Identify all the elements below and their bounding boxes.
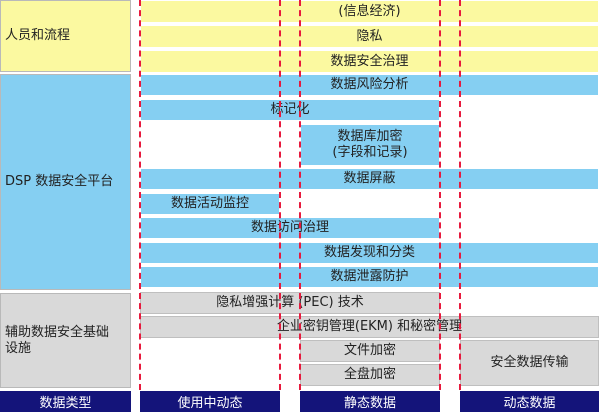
bar-label: 标记化 bbox=[270, 102, 310, 117]
bar-discovery-classification: 数据发现和分类 bbox=[140, 242, 599, 264]
bar-label: 数据库加密 (字段和记录) bbox=[332, 129, 408, 160]
guide-line-rest bbox=[299, 0, 301, 390]
axis-in-motion: 动态数据 bbox=[460, 391, 599, 412]
axis-at-rest: 静态数据 bbox=[300, 391, 440, 412]
guide-line-motion bbox=[459, 0, 461, 390]
axis-label: 动态数据 bbox=[503, 396, 556, 411]
bar-pec: 隐私增强计算 (PEC) 技术 bbox=[140, 292, 440, 314]
bar-privacy: 隐私 bbox=[140, 25, 599, 48]
bar-label: 隐私 bbox=[356, 28, 383, 44]
bar-info-economy: (信息经济) bbox=[140, 0, 599, 23]
bar-label: 数据屏蔽 bbox=[343, 171, 396, 186]
bar-label: 数据访问治理 bbox=[250, 220, 329, 235]
category-label: 人员和流程 bbox=[5, 28, 71, 43]
bar-label: 全盘加密 bbox=[343, 367, 396, 382]
bar-activity-monitoring: 数据活动监控 bbox=[140, 193, 280, 215]
bar-access-governance: 数据访问治理 bbox=[140, 217, 440, 239]
bar-label: 企业密钥管理(EKM) 和秘密管理 bbox=[276, 319, 463, 334]
guide-line-left bbox=[139, 0, 141, 390]
axis-in-use: 使用中动态 bbox=[140, 391, 280, 412]
bar-label: 安全数据传输 bbox=[490, 355, 569, 370]
category-auxiliary: 辅助数据安全基础 设施 bbox=[0, 293, 131, 388]
guide-line-use bbox=[279, 0, 281, 390]
bar-dlp: 数据泄露防护 bbox=[140, 266, 599, 288]
bar-label: 文件加密 bbox=[343, 343, 396, 358]
bar-tokenization: 标记化 bbox=[140, 99, 440, 121]
bar-risk-analysis: 数据风险分析 bbox=[140, 74, 599, 96]
bar-label: 数据发现和分类 bbox=[323, 245, 415, 260]
bar-secure-transfer: 安全数据传输 bbox=[460, 340, 599, 386]
bar-file-encryption: 文件加密 bbox=[300, 340, 440, 362]
category-label: DSP 数据安全平台 bbox=[5, 174, 114, 189]
bar-label: 隐私增强计算 (PEC) 技术 bbox=[216, 295, 364, 310]
category-people-process: 人员和流程 bbox=[0, 0, 131, 72]
bar-data-masking: 数据屏蔽 bbox=[140, 168, 599, 190]
bar-label: 数据泄露防护 bbox=[330, 269, 409, 284]
category-dsp-platform: DSP 数据安全平台 bbox=[0, 74, 131, 290]
bar-data-governance: 数据安全治理 bbox=[140, 50, 599, 73]
category-label: 辅助数据安全基础 设施 bbox=[5, 324, 110, 356]
bar-ekm: 企业密钥管理(EKM) 和秘密管理 bbox=[140, 316, 599, 338]
bar-db-encryption: 数据库加密 (字段和记录) bbox=[300, 124, 440, 166]
axis-data-type: 数据类型 bbox=[0, 391, 131, 412]
guide-line-rest-end bbox=[439, 0, 441, 390]
bar-label: 数据风险分析 bbox=[330, 77, 409, 92]
axis-label: 数据类型 bbox=[39, 396, 92, 411]
bar-label: 数据活动监控 bbox=[170, 196, 249, 211]
bar-label: 数据安全治理 bbox=[330, 53, 409, 69]
axis-label: 使用中动态 bbox=[177, 396, 243, 411]
bar-full-disk-encryption: 全盘加密 bbox=[300, 364, 440, 386]
bar-label: (信息经济) bbox=[338, 3, 401, 19]
axis-label: 静态数据 bbox=[343, 396, 396, 411]
